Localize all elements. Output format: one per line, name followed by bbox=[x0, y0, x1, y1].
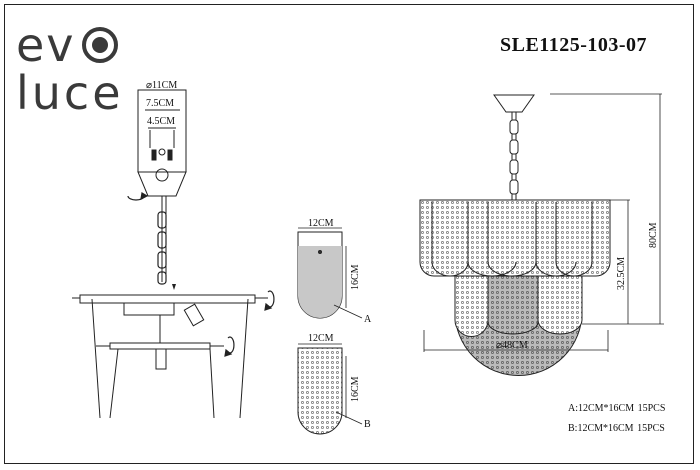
frame-structure bbox=[72, 294, 268, 419]
canopy-inner-label: 4.5CM bbox=[147, 116, 176, 127]
canopy-width-label: 7.5CM bbox=[146, 98, 175, 109]
crystal-a-dims bbox=[298, 227, 363, 319]
crystal-a-width-label: 12CM bbox=[308, 218, 334, 229]
brand-target-icon bbox=[81, 27, 118, 63]
crystal-b-width-label: 12CM bbox=[308, 333, 334, 344]
body-diameter-label: ⌀48CM bbox=[496, 340, 528, 351]
spec-line-b: B:12CM*16CM 15PCS bbox=[568, 423, 665, 434]
total-height-label: 80CM bbox=[648, 222, 659, 248]
brand-line2: luce bbox=[16, 66, 124, 120]
chandelier-dims bbox=[423, 93, 664, 352]
down-arrow-icon bbox=[172, 284, 176, 290]
crystal-b bbox=[297, 347, 343, 435]
crystal-b-tag: B bbox=[364, 419, 371, 430]
rotate-arrow-icon-2 bbox=[224, 290, 275, 357]
body-height-label: 32.5CM bbox=[616, 256, 627, 290]
brand-logo: ev luce bbox=[16, 22, 124, 116]
model-number: SLE1125-103-07 bbox=[500, 34, 648, 56]
crystal-a-height-label: 16CM bbox=[350, 264, 361, 290]
chain-links bbox=[157, 211, 167, 285]
chandelier-elevation bbox=[419, 94, 611, 376]
rotate-arrow-icon bbox=[127, 192, 149, 201]
brand-line1: ev bbox=[16, 18, 76, 72]
sheet-border bbox=[4, 4, 694, 464]
canopy-diameter-label: ⌀11CM bbox=[146, 80, 178, 91]
canopy-detail bbox=[137, 89, 187, 282]
crystal-a bbox=[297, 231, 343, 319]
spec-line-a: A:12CM*16CM 15PCS bbox=[568, 403, 666, 414]
crystal-b-dims bbox=[298, 343, 363, 425]
crystal-a-tag: A bbox=[364, 314, 372, 325]
crystal-b-height-label: 16CM bbox=[350, 376, 361, 402]
